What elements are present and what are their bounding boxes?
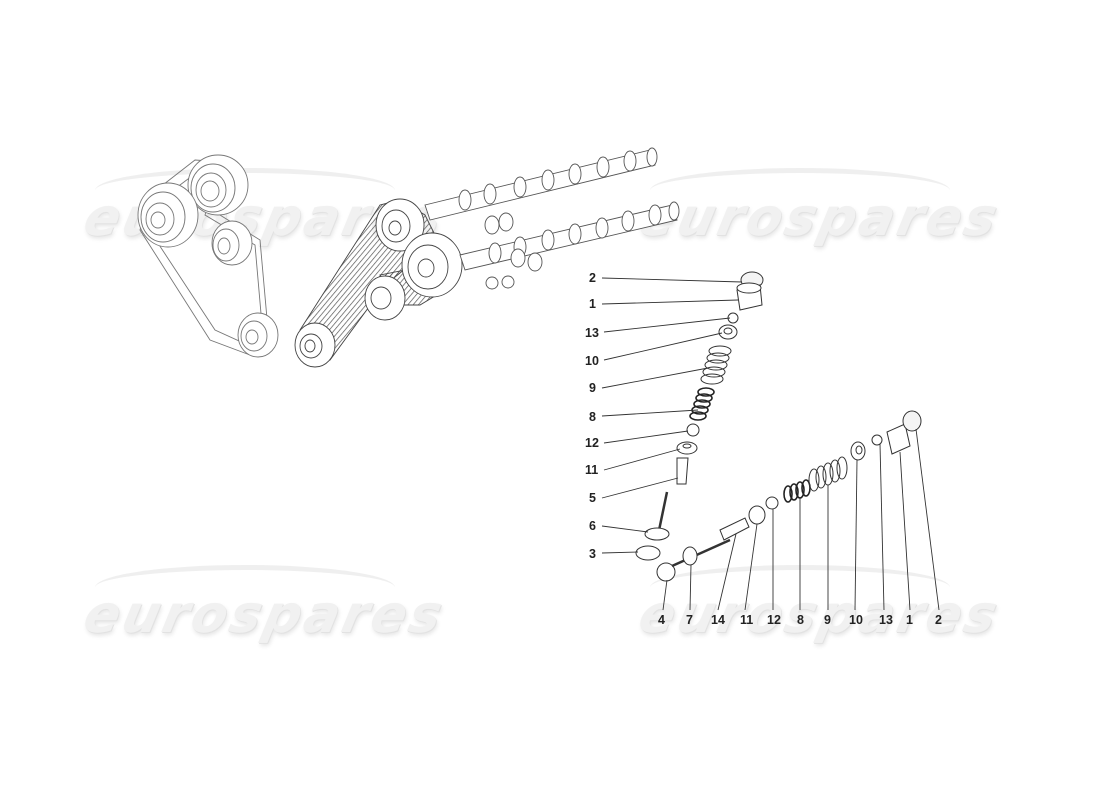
part-label: 1 bbox=[906, 613, 913, 627]
intake-valve-stack bbox=[635, 271, 764, 561]
leader-lines-horizontal bbox=[662, 428, 940, 611]
part-label: 8 bbox=[589, 410, 596, 424]
part-label: 2 bbox=[935, 613, 942, 627]
part-label: 10 bbox=[849, 613, 863, 627]
accessory-belt-drive bbox=[137, 154, 279, 358]
part-label: 14 bbox=[711, 613, 725, 627]
part-label: 11 bbox=[585, 463, 599, 477]
part-label: 11 bbox=[740, 613, 754, 627]
watermark-swoosh bbox=[650, 168, 950, 213]
part-label: 12 bbox=[585, 436, 599, 450]
watermark-swoosh bbox=[95, 168, 395, 213]
part-label: 1 bbox=[589, 297, 596, 311]
part-label: 5 bbox=[589, 491, 596, 505]
part-label: 7 bbox=[686, 613, 693, 627]
part-label: 10 bbox=[585, 354, 599, 368]
part-label: 9 bbox=[824, 613, 831, 627]
watermark-swoosh bbox=[95, 565, 395, 610]
camshaft-lower bbox=[459, 201, 680, 290]
camshaft-upper bbox=[424, 147, 658, 221]
part-label: 8 bbox=[797, 613, 804, 627]
part-label: 12 bbox=[767, 613, 781, 627]
part-label: 9 bbox=[589, 381, 596, 395]
part-label: 13 bbox=[585, 326, 599, 340]
part-label: 13 bbox=[879, 613, 893, 627]
leader-lines-vertical bbox=[601, 277, 743, 554]
timing-belt bbox=[294, 198, 463, 368]
part-label: 3 bbox=[589, 547, 596, 561]
part-label: 6 bbox=[589, 519, 596, 533]
part-label: 2 bbox=[589, 271, 596, 285]
part-label: 4 bbox=[658, 613, 665, 627]
exhaust-valve-stack bbox=[656, 410, 922, 582]
